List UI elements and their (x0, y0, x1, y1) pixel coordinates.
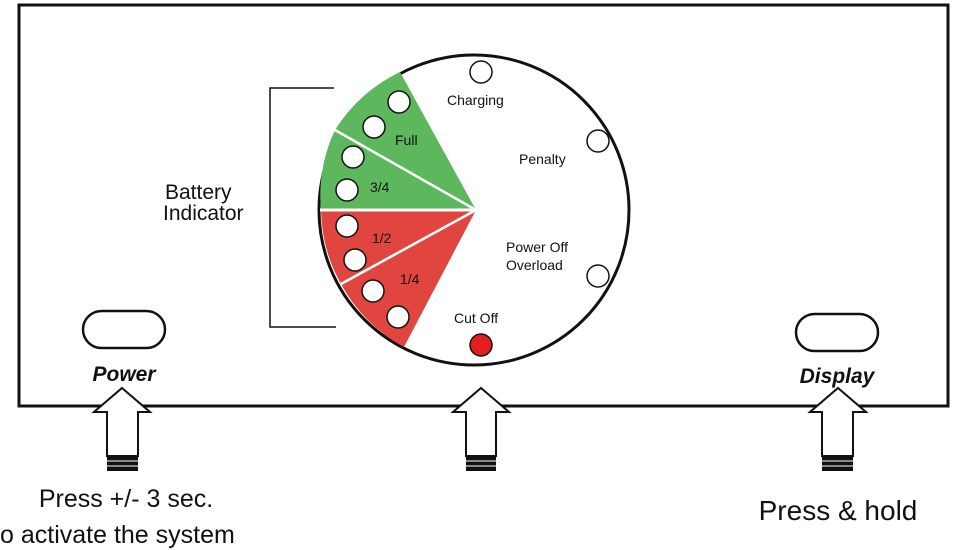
battery-bracket (269, 87, 336, 328)
power-off-overload-led (586, 264, 610, 288)
segment-quarter-label: 1/4 (400, 271, 420, 287)
power-button[interactable] (81, 309, 167, 350)
battery-label-line1: Battery (165, 181, 232, 204)
battery-led (335, 178, 359, 202)
power-instruction-line1: Press +/- 3 sec. (39, 485, 213, 513)
segment-divider (334, 128, 477, 212)
battery-led (387, 90, 411, 114)
charging-led (469, 60, 493, 84)
power-off-label-line1: Power Off (506, 239, 568, 255)
battery-led (335, 214, 359, 238)
segment-three-quarter-label: 3/4 (370, 179, 390, 195)
battery-led (343, 248, 367, 272)
power-instruction-line2: o activate the system (0, 521, 235, 549)
power-off-label-line2: Overload (506, 257, 563, 273)
display-instruction: Press & hold (759, 495, 918, 526)
display-button-label: Display (800, 365, 876, 388)
penalty-led (586, 129, 610, 153)
up-arrow-icon (450, 386, 512, 471)
segment-half-label: 1/2 (372, 230, 392, 246)
segment-divider (340, 208, 477, 286)
cut-off-label: Cut Off (454, 310, 498, 326)
display-button[interactable] (794, 312, 880, 353)
up-arrow-icon (91, 386, 153, 471)
battery-led (341, 145, 365, 169)
segment-full-label: Full (395, 132, 418, 148)
power-button-label: Power (92, 363, 157, 386)
penalty-label: Penalty (519, 151, 566, 167)
cut-off-led (469, 333, 493, 357)
up-arrow-icon (807, 386, 869, 471)
segment-full (335, 72, 476, 210)
battery-led (362, 115, 386, 139)
battery-led (386, 305, 410, 329)
segment-quarter (341, 210, 476, 347)
battery-label-line2: Indicator (163, 202, 244, 225)
battery-led (361, 279, 385, 303)
charging-label: Charging (447, 92, 504, 108)
